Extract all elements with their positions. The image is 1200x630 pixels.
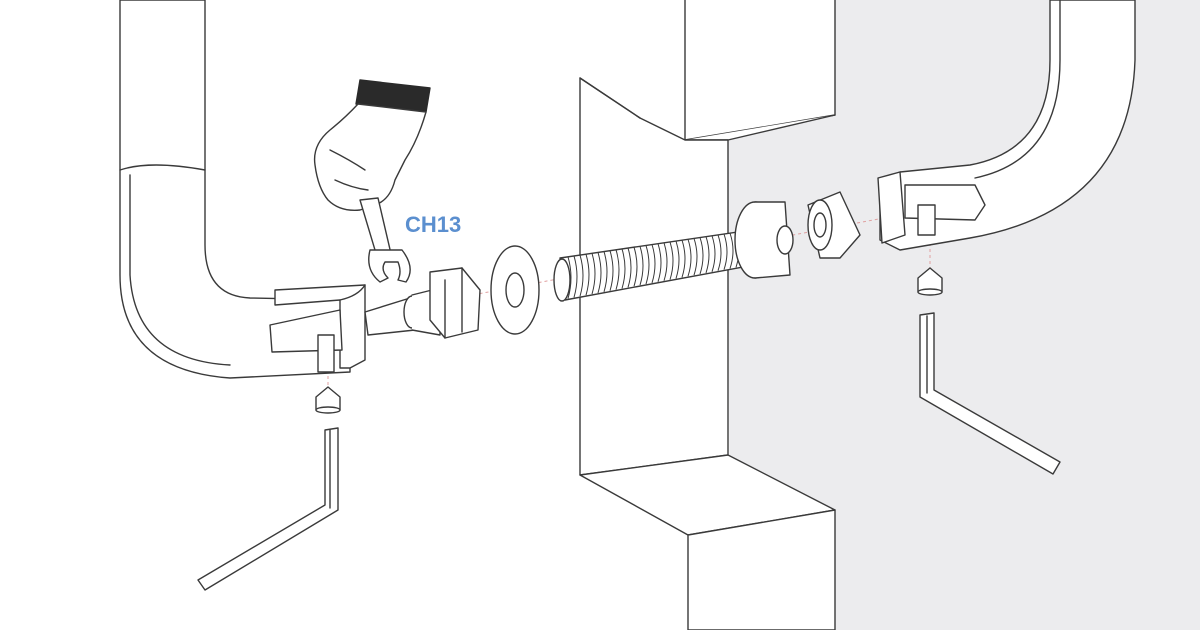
thread-line <box>585 254 590 296</box>
thread-line <box>639 246 644 286</box>
thread-line <box>633 247 638 287</box>
thread-line <box>669 241 674 280</box>
thread-line <box>699 237 704 275</box>
thread-line <box>705 236 710 274</box>
thread-line <box>597 252 602 294</box>
bushing-right <box>807 191 861 259</box>
thread-line <box>591 253 596 295</box>
washer-left <box>490 245 540 335</box>
thread-line <box>621 248 626 289</box>
thread-line <box>645 245 650 285</box>
thread-line <box>609 250 614 291</box>
thread-line <box>651 244 656 284</box>
thread-line <box>723 233 728 270</box>
rose-right <box>734 201 794 279</box>
left-grub-screw <box>315 386 341 414</box>
wrench-icon <box>359 197 411 283</box>
right-grub-screw <box>917 267 943 296</box>
thread-line <box>579 254 584 297</box>
thread-line <box>693 238 698 276</box>
thread-line <box>657 243 662 282</box>
thread-line <box>663 242 668 281</box>
thread-line <box>627 247 632 288</box>
thread-line <box>681 239 686 278</box>
hand-with-wrench <box>313 79 431 283</box>
thread-line <box>675 240 680 279</box>
threaded-insert <box>364 267 481 339</box>
right-lever-handle <box>877 0 1136 251</box>
thread-line <box>603 251 608 292</box>
right-allen-key-icon <box>919 312 1061 475</box>
thread-line <box>711 235 716 272</box>
thread-line <box>615 249 620 290</box>
left-lever-handle <box>119 0 366 379</box>
left-allen-key-icon <box>197 427 339 591</box>
thread-line <box>573 255 578 298</box>
thread-line <box>729 232 734 269</box>
thread-line <box>717 234 722 271</box>
thread-line <box>567 256 572 299</box>
thread-line <box>687 239 692 277</box>
wrench-size-label: CH13 <box>405 212 461 237</box>
